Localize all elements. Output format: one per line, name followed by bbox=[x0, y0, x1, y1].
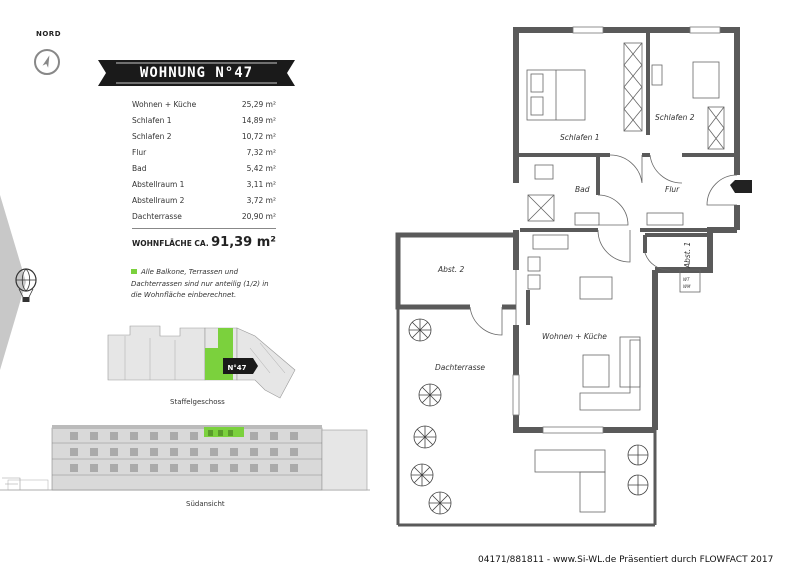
table-row: Abstellraum 1 3,11 m² bbox=[132, 177, 276, 193]
compass-label: NORD bbox=[36, 30, 62, 38]
doors bbox=[469, 154, 738, 336]
room-name: Dachterrasse bbox=[132, 212, 182, 221]
table-row: Wohnen + Küche 25,29 m² bbox=[132, 97, 276, 113]
room-area: 3,72 m² bbox=[246, 196, 276, 205]
room-area: 3,11 m² bbox=[246, 180, 276, 189]
room-label-bad: Bad bbox=[575, 185, 590, 194]
wt-label: WT bbox=[683, 277, 690, 282]
washer-box bbox=[679, 269, 701, 293]
floor-thumbnail bbox=[107, 325, 296, 399]
page-title: WOHNUNG N°47 bbox=[139, 65, 254, 81]
room-label-schlafen1: Schlafen 1 bbox=[560, 133, 599, 142]
facade-caption: Südansicht bbox=[186, 500, 225, 508]
room-label-dachterrasse: Dachterrasse bbox=[435, 363, 485, 372]
total-value: 91,39 m² bbox=[211, 235, 276, 250]
room-name: Abstellraum 2 bbox=[132, 196, 185, 205]
room-area: 20,90 m² bbox=[241, 212, 276, 221]
legend-swatch bbox=[131, 269, 137, 274]
room-area-table: Wohnen + Küche 25,29 m² Schlafen 1 14,89 m… bbox=[132, 97, 276, 225]
title-banner bbox=[98, 60, 295, 86]
room-area: 14,89 m² bbox=[241, 116, 276, 125]
room-name: Bad bbox=[132, 164, 147, 173]
room-label-abst2: Abst. 2 bbox=[437, 265, 465, 274]
room-name: Schlafen 2 bbox=[132, 132, 172, 141]
room-area: 7,32 m² bbox=[246, 148, 276, 157]
total-label: WOHNFLÄCHE CA. bbox=[132, 239, 209, 248]
room-area: 5,42 m² bbox=[246, 164, 276, 173]
storage-room-walls bbox=[395, 232, 516, 310]
room-name: Wohnen + Küche bbox=[132, 100, 197, 109]
room-name: Abstellraum 1 bbox=[132, 180, 185, 189]
room-label-abst1: Abst. 1 bbox=[683, 242, 692, 269]
plant-icon bbox=[408, 318, 649, 515]
table-row: Flur 7,32 m² bbox=[132, 145, 276, 161]
footer-text: 04171/881811 - www.Si-WL.de Präsentiert … bbox=[478, 555, 774, 565]
footnote-text: Alle Balkone, Terrassen und Dachterrasse… bbox=[131, 268, 269, 299]
terrace-outline bbox=[396, 307, 657, 527]
unit-tag: N°47 bbox=[227, 364, 247, 372]
room-name: Flur bbox=[132, 148, 147, 157]
floor-plan: Schlafen 1 Schlafen 2 Bad Flur Abst. 1 A… bbox=[395, 26, 752, 527]
footnote: Alle Balkone, Terrassen und Dachterrasse… bbox=[131, 267, 281, 302]
total-area: WOHNFLÄCHE CA. 91,39 m² bbox=[132, 235, 276, 250]
table-row: Bad 5,42 m² bbox=[132, 161, 276, 177]
floor-caption: Staffelgeschoss bbox=[170, 398, 225, 406]
table-row: Schlafen 1 14,89 m² bbox=[132, 113, 276, 129]
room-area: 25,29 m² bbox=[241, 100, 276, 109]
divider bbox=[132, 228, 276, 229]
room-label-wohnen: Wohnen + Küche bbox=[542, 332, 607, 341]
wm-label: WM bbox=[683, 284, 691, 289]
windows bbox=[512, 26, 721, 434]
entrance-arrow-icon bbox=[730, 180, 752, 193]
room-label-schlafen2: Schlafen 2 bbox=[655, 113, 695, 122]
furniture bbox=[526, 42, 725, 513]
interior-walls bbox=[516, 30, 737, 325]
side-arrow-icon bbox=[0, 195, 26, 370]
room-area: 10,72 m² bbox=[241, 132, 276, 141]
table-row: Schlafen 2 10,72 m² bbox=[132, 129, 276, 145]
table-row: Abstellraum 2 3,72 m² bbox=[132, 193, 276, 209]
compass-icon bbox=[34, 49, 60, 75]
balloon-icon bbox=[15, 268, 37, 302]
table-row: Dachterrasse 20,90 m² bbox=[132, 209, 276, 225]
room-label-flur: Flur bbox=[665, 185, 680, 194]
room-name: Schlafen 1 bbox=[132, 116, 172, 125]
facade-thumbnail bbox=[0, 425, 370, 491]
